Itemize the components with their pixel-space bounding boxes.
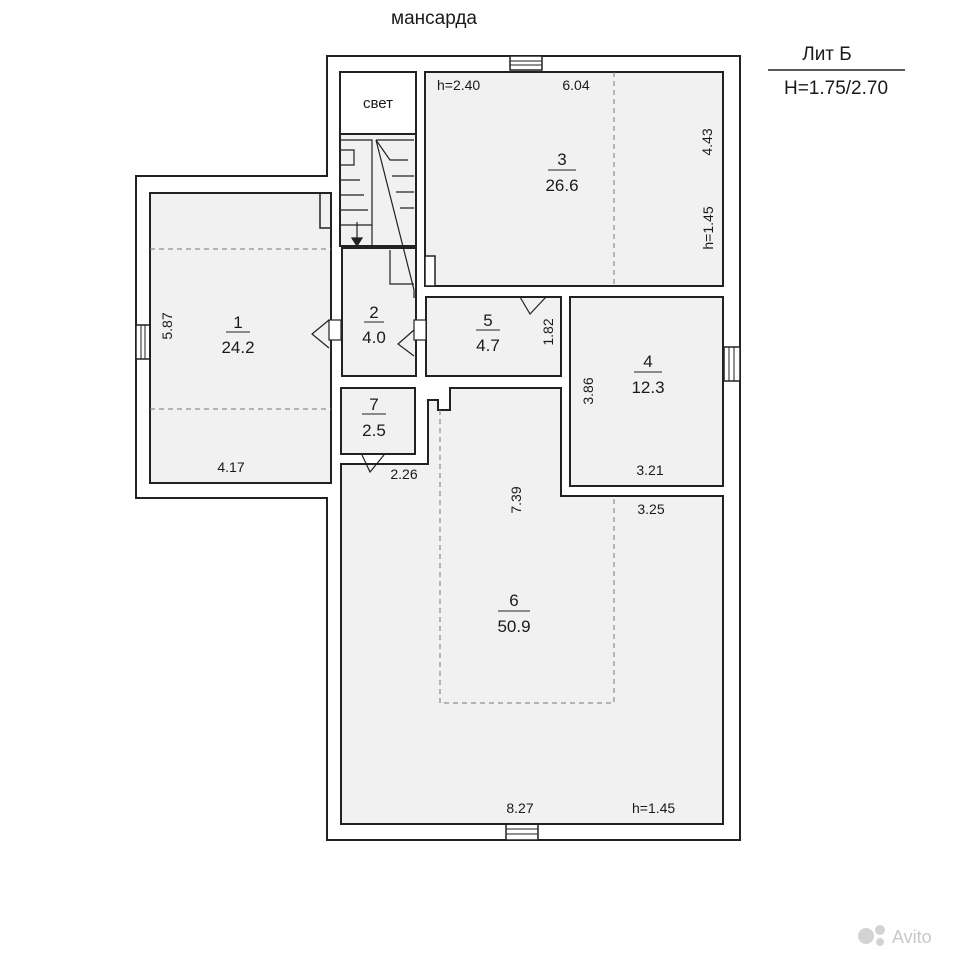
door-2-5 — [397, 319, 427, 357]
dim-r1-width: 4.17 — [217, 459, 244, 475]
dim-r3-h: h=2.40 — [437, 77, 480, 93]
window-right — [723, 346, 741, 382]
floor-label: мансарда — [391, 8, 477, 29]
room-4-number: 4 — [643, 352, 652, 371]
room-3 — [424, 71, 724, 287]
room-3-number: 3 — [557, 150, 566, 169]
room-3-area: 26.6 — [545, 176, 578, 195]
room-7 — [340, 387, 416, 455]
stair-label: свет — [363, 95, 393, 112]
room-6-number: 6 — [509, 591, 518, 610]
room-6 — [340, 387, 724, 825]
room-5-number: 5 — [483, 311, 492, 330]
stairs — [340, 139, 415, 298]
dim-r6-w1: 3.25 — [637, 501, 664, 517]
room-1-area: 24.2 — [221, 338, 254, 357]
dim-r4-height: 3.86 — [580, 377, 596, 404]
door-1-2 — [311, 319, 342, 349]
room-2-number: 2 — [369, 303, 378, 322]
room-7-number: 7 — [369, 395, 378, 414]
room-7-area: 2.5 — [362, 421, 386, 440]
window-top — [509, 55, 543, 71]
dim-r6-width: 8.27 — [506, 800, 533, 816]
room-5 — [425, 296, 562, 377]
room-2 — [341, 247, 417, 377]
watermark-text: Avito — [892, 927, 932, 947]
dim-r1-height: 5.87 — [159, 312, 175, 339]
dim-r5-depth: 1.82 — [540, 318, 556, 345]
lit-label: Лит Б — [802, 44, 852, 65]
watermark: Avito — [858, 925, 932, 947]
room-5-area: 4.7 — [476, 336, 500, 355]
dim-r3-width: 6.04 — [562, 77, 589, 93]
room-2-area: 4.0 — [362, 328, 386, 347]
dim-r6-depth: 7.39 — [508, 486, 524, 513]
door-7-6 — [361, 454, 385, 474]
room-6-area: 50.9 — [497, 617, 530, 636]
height-label: H=1.75/2.70 — [784, 78, 888, 99]
dim-r4-width: 3.21 — [636, 462, 663, 478]
dim-r3-depth: 4.43 — [699, 128, 715, 155]
dim-r6-h: h=1.45 — [632, 800, 675, 816]
window-bottom — [505, 823, 539, 841]
room-4-area: 12.3 — [631, 378, 664, 397]
dim-r7-width: 2.26 — [390, 466, 417, 482]
room-1-number: 1 — [233, 313, 242, 332]
door-3-5 — [519, 296, 547, 315]
room-4 — [569, 296, 724, 487]
dim-r3-h2: h=1.45 — [700, 206, 716, 249]
window-left — [135, 324, 151, 360]
